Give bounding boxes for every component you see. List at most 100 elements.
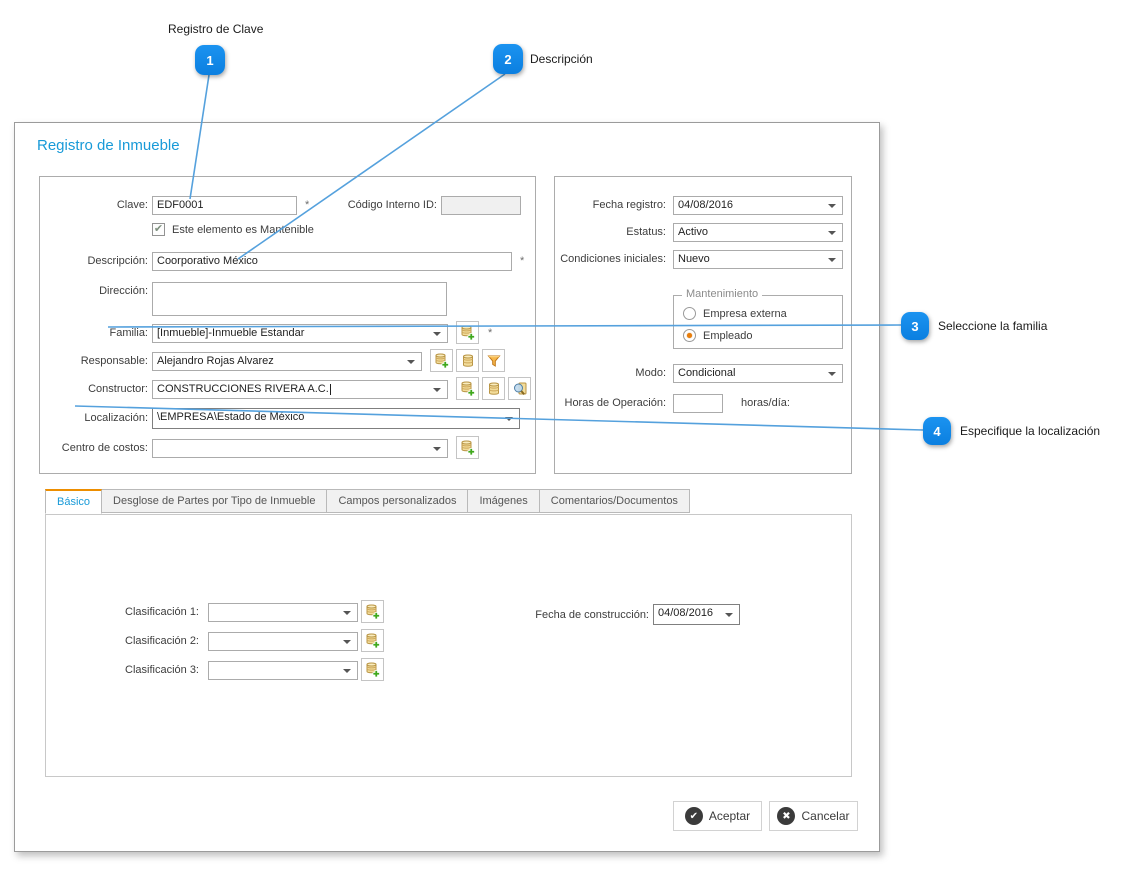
estatus-select[interactable]: Activo xyxy=(673,223,843,242)
text-caret xyxy=(329,383,331,395)
chevron-down-icon xyxy=(433,446,441,451)
condiciones-select[interactable]: Nuevo xyxy=(673,250,843,269)
annotation-label-3: Seleccione la familia xyxy=(938,319,1048,333)
database-icon xyxy=(462,354,473,367)
responsable-add-button[interactable] xyxy=(430,349,453,372)
constructor-database-button[interactable] xyxy=(482,377,505,400)
fecha-registro-select[interactable]: 04/08/2016 xyxy=(673,196,843,215)
constructor-search-button[interactable] xyxy=(508,377,531,400)
responsable-database-button[interactable] xyxy=(456,349,479,372)
familia-select[interactable]: [Inmueble]-Inmueble Estandar xyxy=(152,324,448,343)
chevron-down-icon xyxy=(433,387,441,392)
clasificacion2-add-button[interactable] xyxy=(361,629,384,652)
empleado-radio[interactable] xyxy=(683,329,696,342)
chevron-down-icon xyxy=(343,639,351,644)
direccion-label: Dirección: xyxy=(99,285,148,297)
annotation-badge-1[interactable]: 1 xyxy=(195,45,225,75)
fecha-registro-value: 04/08/2016 xyxy=(678,199,734,211)
clasificacion3-select[interactable] xyxy=(208,661,358,680)
database-add-icon xyxy=(366,604,380,620)
registro-inmueble-dialog: Registro de Inmueble Clave: EDF0001 * Có… xyxy=(14,122,880,852)
cross-circle-icon: ✖ xyxy=(777,807,796,825)
tabstrip: Básico Desglose de Partes por Tipo de In… xyxy=(45,489,690,514)
clasificacion3-add-button[interactable] xyxy=(361,658,384,681)
fecha-construccion-select[interactable]: 04/08/2016 xyxy=(653,604,740,625)
annotation-label-2: Descripción xyxy=(530,52,593,66)
mantenible-label[interactable]: Este elemento es Mantenible xyxy=(172,224,314,236)
clasificacion2-select[interactable] xyxy=(208,632,358,651)
database-add-icon xyxy=(461,381,475,397)
responsable-value: Alejandro Rojas Alvarez xyxy=(157,355,274,367)
condiciones-label: Condiciones iniciales: xyxy=(560,253,666,265)
codigo-interno-label: Código Interno ID: xyxy=(347,199,437,211)
database-add-icon xyxy=(461,440,475,456)
chevron-down-icon xyxy=(433,331,441,336)
tab-imagenes[interactable]: Imágenes xyxy=(468,489,540,513)
familia-add-button[interactable] xyxy=(456,321,479,344)
modo-select[interactable]: Condicional xyxy=(673,364,843,383)
checkmark-icon: ✔ xyxy=(153,223,164,235)
chevron-down-icon xyxy=(828,230,836,235)
responsable-select[interactable]: Alejandro Rojas Alvarez xyxy=(152,352,422,371)
filter-icon xyxy=(486,355,501,367)
tab-desglose-de-partes[interactable]: Desglose de Partes por Tipo de Inmueble xyxy=(102,489,328,513)
annotation-badge-3[interactable]: 3 xyxy=(901,312,929,340)
familia-label: Familia: xyxy=(109,327,148,339)
fecha-registro-label: Fecha registro: xyxy=(592,199,666,211)
direccion-input[interactable] xyxy=(152,282,447,316)
database-add-icon xyxy=(366,662,380,678)
clasificacion2-label: Clasificación 2: xyxy=(125,635,199,647)
mantenimiento-groupbox: Mantenimiento xyxy=(673,288,843,349)
chevron-down-icon xyxy=(828,371,836,376)
database-icon xyxy=(488,382,499,395)
search-icon xyxy=(513,382,526,395)
localizacion-label: Localización: xyxy=(84,412,148,424)
chevron-down-icon xyxy=(343,668,351,673)
centro-costos-add-button[interactable] xyxy=(456,436,479,459)
empresa-externa-radio[interactable] xyxy=(683,307,696,320)
codigo-interno-input xyxy=(441,196,521,215)
clave-required-marker: * xyxy=(305,199,310,211)
responsable-filter-button[interactable] xyxy=(482,349,505,372)
annotation-badge-4[interactable]: 4 xyxy=(923,417,951,445)
mantenible-checkbox[interactable]: ✔ xyxy=(152,223,165,236)
descripcion-required-marker: * xyxy=(520,255,525,267)
clave-value: EDF0001 xyxy=(157,199,204,211)
modo-value: Condicional xyxy=(678,367,736,379)
mantenimiento-legend: Mantenimiento xyxy=(682,288,763,300)
database-add-icon xyxy=(461,325,475,341)
cancelar-label: Cancelar xyxy=(801,809,850,823)
localizacion-value: \EMPRESA\Estado de México xyxy=(157,411,305,423)
estatus-value: Activo xyxy=(678,226,708,238)
dialog-title: Registro de Inmueble xyxy=(37,137,180,154)
annotation-badge-2[interactable]: 2 xyxy=(493,44,523,74)
clasificacion1-add-button[interactable] xyxy=(361,600,384,623)
constructor-label: Constructor: xyxy=(88,383,148,395)
responsable-label: Responsable: xyxy=(80,355,148,367)
clave-label: Clave: xyxy=(116,199,148,211)
clasificacion1-label: Clasificación 1: xyxy=(125,606,199,618)
familia-required-marker: * xyxy=(488,327,493,339)
chevron-down-icon xyxy=(505,416,513,421)
empresa-externa-label[interactable]: Empresa externa xyxy=(703,308,787,320)
chevron-down-icon xyxy=(407,359,415,364)
centro-costos-select[interactable] xyxy=(152,439,448,458)
tab-comentarios-documentos[interactable]: Comentarios/Documentos xyxy=(539,489,690,513)
tab-campos-personalizados[interactable]: Campos personalizados xyxy=(327,489,469,513)
descripcion-value: Coorporativo México xyxy=(157,255,258,267)
familia-value: [Inmueble]-Inmueble Estandar xyxy=(157,327,305,339)
horas-operacion-input[interactable] xyxy=(673,394,723,413)
localizacion-select[interactable]: \EMPRESA\Estado de México xyxy=(152,408,520,429)
aceptar-button[interactable]: ✔ Aceptar xyxy=(673,801,762,831)
constructor-select[interactable]: CONSTRUCCIONES RIVERA A.C. xyxy=(152,380,448,399)
descripcion-input[interactable]: Coorporativo México xyxy=(152,252,512,271)
check-circle-icon: ✔ xyxy=(684,807,703,825)
cancelar-button[interactable]: ✖ Cancelar xyxy=(769,801,858,831)
empleado-label[interactable]: Empleado xyxy=(703,330,753,342)
clasificacion1-select[interactable] xyxy=(208,603,358,622)
tab-basico[interactable]: Básico xyxy=(45,489,103,514)
clave-input[interactable]: EDF0001 xyxy=(152,196,297,215)
fecha-construccion-label: Fecha de construcción: xyxy=(535,609,649,621)
constructor-add-button[interactable] xyxy=(456,377,479,400)
